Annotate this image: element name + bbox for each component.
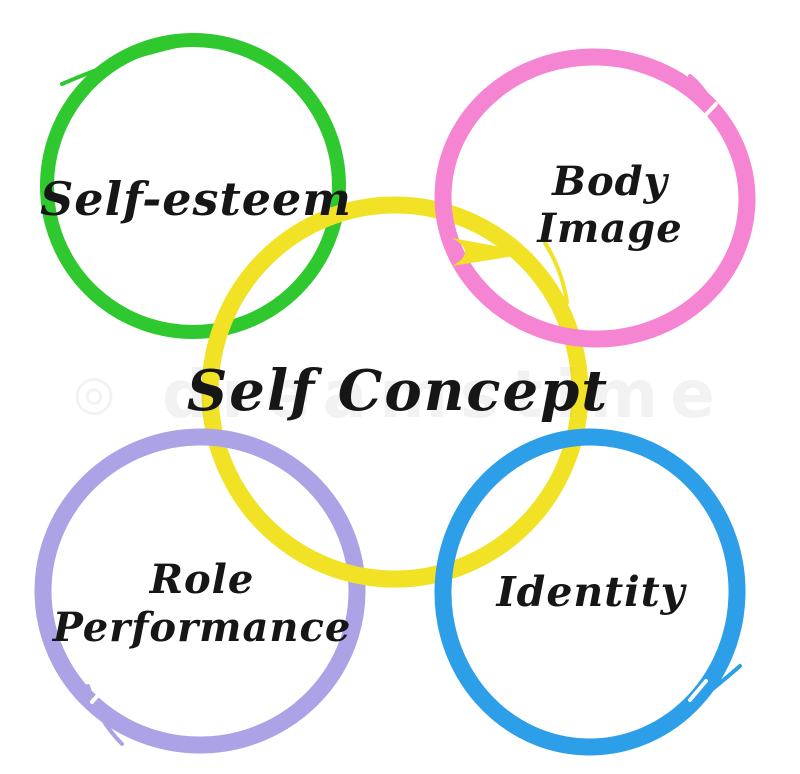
node-label-self-esteem: Self-esteem [40,172,352,226]
brush-flick-icon [543,241,569,304]
role-performance-circle-group [34,428,366,754]
brush-notch [92,81,110,106]
role-performance-circle [34,428,366,754]
center-label-self-concept: Self Concept [186,358,610,424]
brush-notch [698,102,718,123]
brush-flick-icon [86,684,124,746]
body-image-circle-group [434,48,756,348]
watermark: ◎ dreamstime [0,356,800,433]
node-label-line: Role [149,556,255,603]
watermark-text: dreamstime [162,356,727,433]
self-concept-circle-bottom-arc [227,481,563,588]
brush-flick-icon [688,74,722,128]
brush-tip-icon [452,238,533,266]
identity-circle-group [434,428,746,756]
brush-flick-icon [690,664,742,707]
node-label-identity: Identity [496,568,686,616]
brush-notch [688,679,708,702]
brush-notch [90,682,110,704]
node-label-line: Image [537,205,683,252]
brush-flick-icon [60,38,207,86]
node-label-body-image: Body Image [537,158,682,252]
self-esteem-circle-group [39,32,346,339]
node-label-line: Body [552,158,668,205]
self-esteem-circle [39,32,346,339]
watermark-logo-icon: ◎ [73,365,128,421]
body-image-circle [434,48,756,348]
node-label-role-performance: Role Performance [53,556,352,652]
identity-circle [434,428,746,756]
node-label-line: Performance [52,604,352,651]
